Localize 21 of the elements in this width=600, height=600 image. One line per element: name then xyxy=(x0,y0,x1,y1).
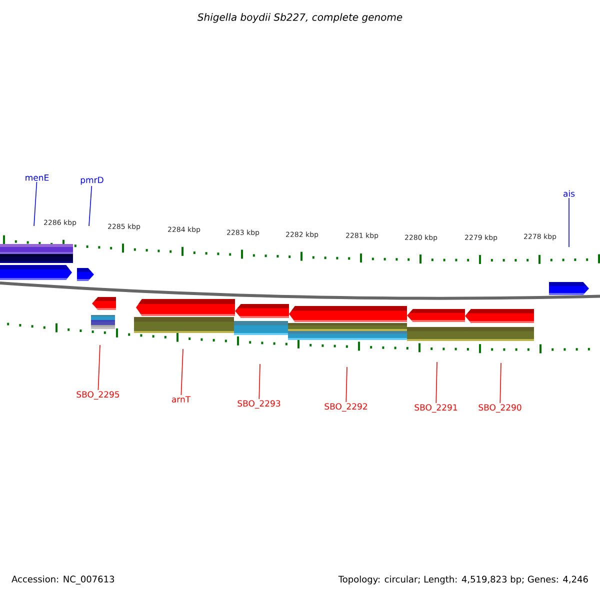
footer-text: Topology: circular; Length: 4,519,823 bp; Genes: 4,246 xyxy=(338,576,588,584)
gene-label: SBO_2295 xyxy=(76,391,120,400)
gene-label: menE xyxy=(26,174,49,181)
leader-line xyxy=(34,182,38,226)
leader-line xyxy=(180,348,184,396)
gene-label: SBO_2292 xyxy=(324,403,367,412)
gene-label: SBO_2291 xyxy=(414,404,458,413)
gene-label: SBO_2293 xyxy=(238,400,280,409)
leader-line xyxy=(98,344,100,390)
leader-line xyxy=(500,362,502,404)
gene-label: SBO_2290 xyxy=(478,404,522,413)
leader-line xyxy=(568,198,570,248)
title: Shigella boydii Sb227, complete genome xyxy=(197,13,402,23)
leader-line xyxy=(88,186,92,226)
gene-label: arnT xyxy=(172,396,191,403)
gene-label: pmrD xyxy=(80,176,104,185)
leader-line xyxy=(258,364,260,400)
gene-label: ais xyxy=(564,190,575,197)
leader-line xyxy=(436,362,438,404)
leader-line xyxy=(346,366,348,402)
footer-text: Accession: NC_007613 xyxy=(12,576,114,584)
